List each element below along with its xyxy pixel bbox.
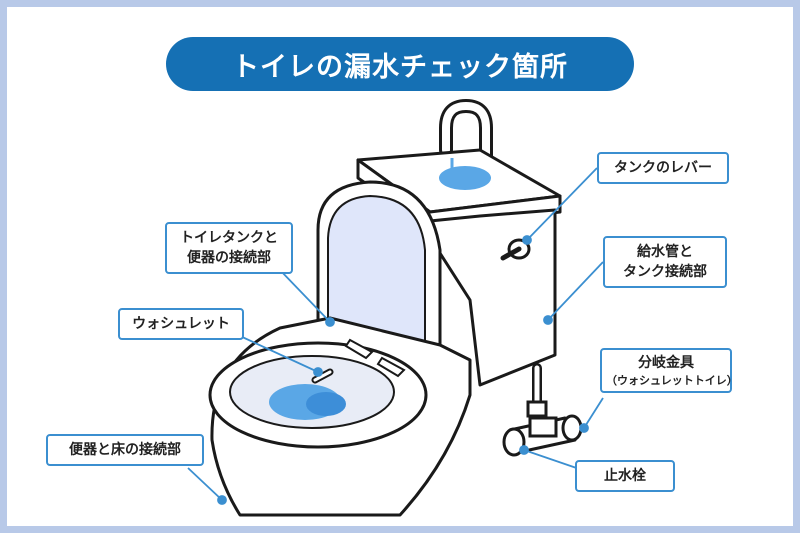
label-water-pipe-line1: 給水管と — [637, 244, 693, 260]
label-water-pipe-line2: タンク接続部 — [623, 264, 707, 280]
label-washlet-text: ウォシュレット — [132, 316, 230, 332]
label-stop-valve: 止水栓 — [575, 460, 675, 492]
label-tank-bowl-line2: 便器の接続部 — [187, 250, 271, 266]
label-tank-bowl-joint: トイレタンクと 便器の接続部 — [165, 222, 293, 274]
label-branch-fitting-text: 分岐金具 — [638, 355, 694, 371]
label-tank-bowl-line1: トイレタンクと — [180, 230, 278, 246]
label-branch-fitting-sub: （ウォシュレットトイレ） — [606, 374, 738, 387]
label-tank-lever: タンクのレバー — [597, 152, 729, 184]
label-water-pipe: 給水管と タンク接続部 — [603, 236, 727, 288]
label-tank-lever-text: タンクのレバー — [614, 160, 712, 176]
label-washlet: ウォシュレット — [118, 308, 244, 340]
diagram-title: トイレの漏水チェック箇所 — [166, 37, 634, 91]
label-floor-joint-text: 便器と床の接続部 — [69, 442, 181, 458]
tank-water-basin — [439, 166, 491, 190]
label-stop-valve-text: 止水栓 — [604, 468, 646, 484]
label-branch-fitting: 分岐金具 （ウォシュレットトイレ） — [600, 348, 738, 393]
leader-lines — [187, 167, 604, 505]
label-floor-joint: 便器と床の接続部 — [46, 434, 204, 466]
